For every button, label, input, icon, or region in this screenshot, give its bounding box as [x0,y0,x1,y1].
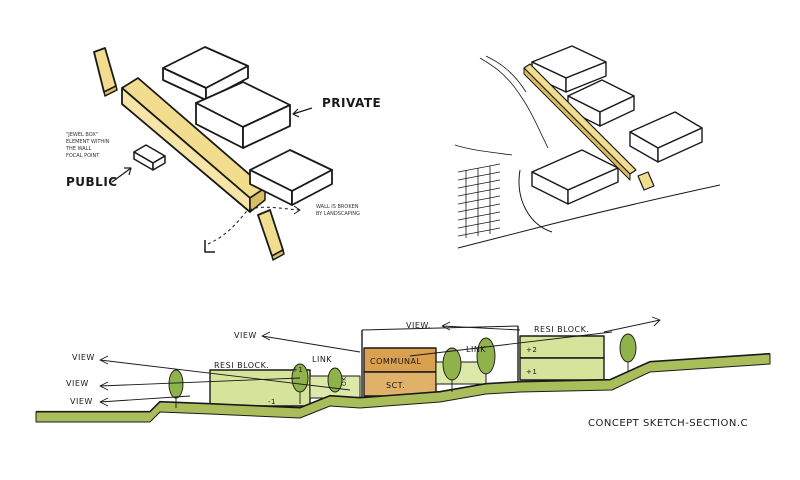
arrow-public [111,167,132,183]
road-curve-2 [485,55,527,93]
note-jewel-line-4: FOCAL POINT [66,153,100,159]
section-labels: VIEW VIEW VIEW VIEW VIEW. RESI BLOCK. RE… [66,321,589,406]
view-arrows [99,316,661,407]
label-resi-block-right: RESI BLOCK. [534,325,589,334]
tree-1 [168,369,184,399]
label-resi-block-left: RESI BLOCK. [214,361,269,370]
label-view-1: VIEW [72,353,95,362]
wall-panel-small-side [103,85,118,97]
site-wall-face [523,67,631,181]
arrow-public-head [124,167,132,176]
site-edge [457,184,721,249]
dashed-path [207,206,301,245]
site-edge-2 [518,169,553,233]
dashed-path-arrow [293,205,301,215]
label-link-2: LINK [466,345,486,354]
building-right-front [657,127,703,163]
label-level-plus2: +2 [526,346,537,354]
tree-3 [327,367,343,393]
arrow-private [292,107,313,115]
label-sct: SCT. [386,381,405,390]
site-perspective [454,45,721,249]
sct-volume [363,371,437,397]
label-link-1: LINK [312,355,332,364]
road-curve-3 [454,144,513,156]
note-wall-line-1: WALL IS BROKEN [316,204,359,210]
note-jewel-box: "JEWEL BOX" ELEMENT WITHIN THE WALL FOCA… [65,132,110,159]
communal-volume [363,347,437,373]
label-private: PRIVATE [322,96,381,110]
building-low-front [567,167,619,205]
label-view-2: VIEW [66,379,89,388]
label-level-minus1: -1 [268,398,276,406]
wall-panel-lower [257,209,284,257]
tree-5 [476,337,496,375]
site-jewel-box [637,171,655,191]
ground-fill [35,353,771,423]
building-top-right [565,61,607,93]
note-jewel-line-2: ELEMENT WITHIN [66,139,110,145]
label-level-plus1-b: +1 [526,368,537,376]
private-block-2-right [242,104,291,149]
section-drawing [35,316,771,423]
tree-4 [442,347,462,381]
massing-diagram [93,46,333,261]
long-wall-end [249,187,266,213]
note-wall-broken: WALL IS BROKEN BY LANDSCAPING [316,204,360,217]
road-curve-1 [479,57,549,149]
private-block-3-right [291,169,333,206]
wall-panel-lower-side [271,249,285,261]
note-jewel-line-1: "JEWEL BOX" [66,132,98,138]
arrow-private-head [292,108,300,118]
trees [168,333,637,408]
label-view-top: VIEW. [406,321,431,330]
section-roof [361,325,519,331]
label-public: PUBLIC [66,175,118,189]
note-wall-line-2: BY LANDSCAPING [316,211,360,217]
label-level-plus1-a: +1 [292,366,303,374]
label-view-4: VIEW [234,331,257,340]
label-communal: COMMUNAL [370,357,422,366]
private-block-1-right [205,65,249,101]
label-view-3: VIEW [70,397,93,406]
path-start-mark [204,240,215,253]
tree-6 [619,333,637,363]
building-mid-right [599,95,635,127]
public-box-right [152,155,166,171]
parking-area [457,163,501,238]
label-ok: OK [341,376,348,386]
wall-panel-small [93,47,117,93]
note-jewel-line-3: THE WALL [65,146,91,152]
section-caption: CONCEPT SKETCH-SECTION.C [588,418,748,429]
